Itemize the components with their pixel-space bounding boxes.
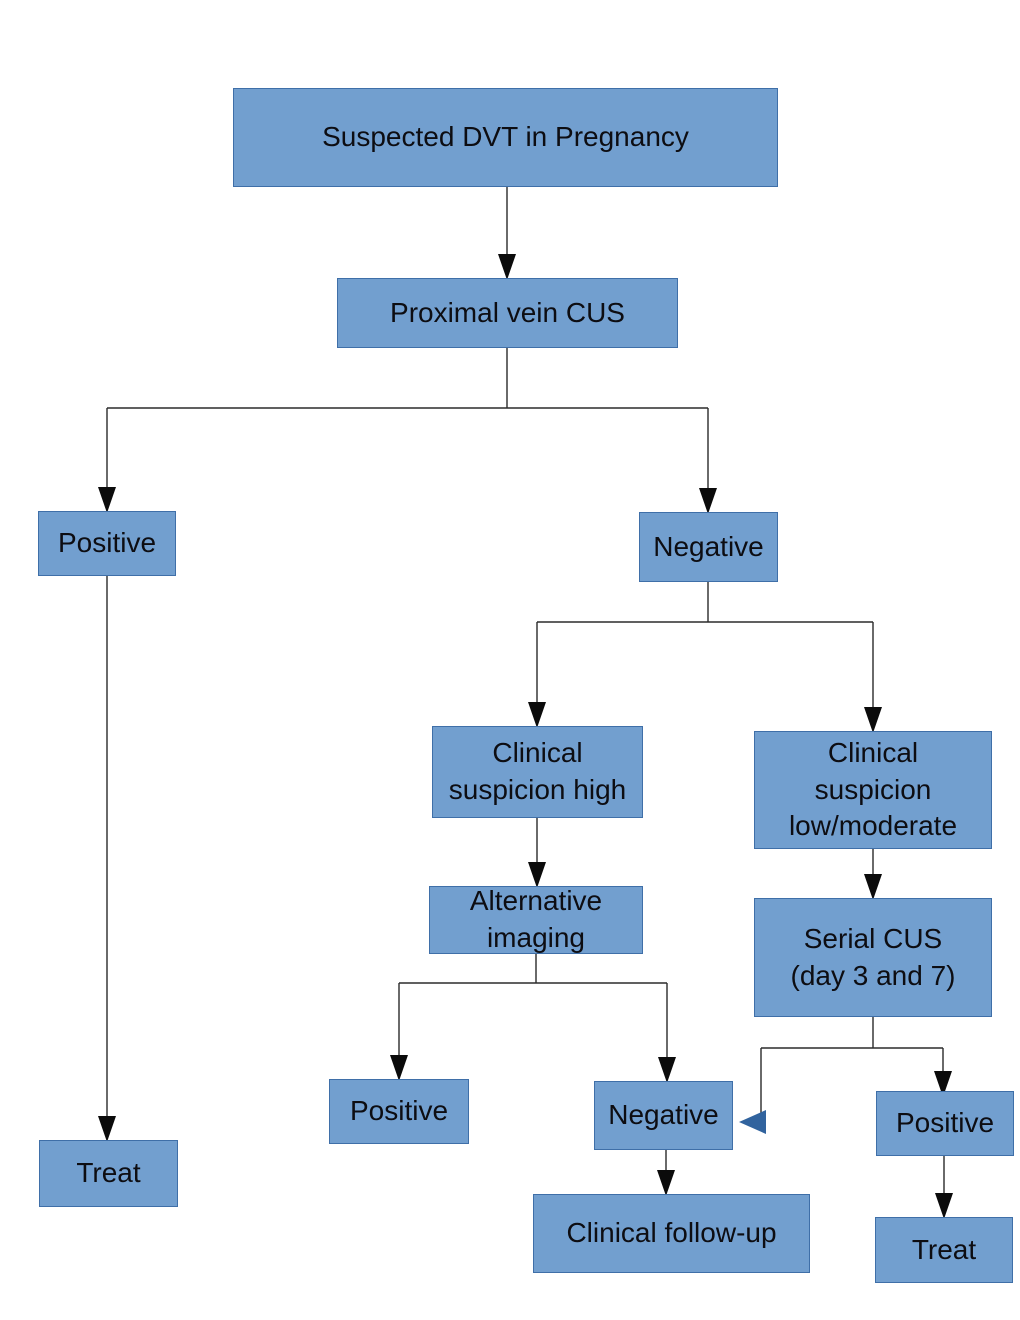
edge-high-to-alt-imaging (528, 818, 546, 888)
node-positive-serial: Positive (876, 1091, 1014, 1156)
node-positive-proximal: Positive (38, 511, 176, 576)
node-label: Proximal vein CUS (390, 296, 625, 328)
node-label: Clinical suspicion low/moderate (788, 736, 958, 842)
node-label: Positive (895, 1107, 995, 1139)
edge-alt-imaging-split (390, 954, 676, 1083)
node-label: Alternative imaging (469, 885, 603, 953)
loop-arrowhead-icon (739, 1110, 766, 1134)
node-clinical-suspicion-high: Clinical suspicion high (432, 726, 643, 818)
edge-positive-to-treat-right (935, 1156, 953, 1219)
node-label: Positive (57, 527, 157, 559)
node-label: Clinical suspicion high (448, 737, 627, 805)
node-label: Negative (608, 1099, 719, 1131)
node-proximal-vein-cus: Proximal vein CUS (337, 278, 678, 348)
node-label: Clinical follow-up (566, 1217, 777, 1249)
edge-proximal-split (98, 348, 717, 514)
node-alternative-imaging: Alternative imaging (429, 885, 643, 954)
node-label: Treat (76, 1157, 141, 1189)
arrowhead-icon (98, 1116, 116, 1142)
node-treat-left: Treat (39, 1140, 178, 1207)
node-positive-alt-imaging: Positive (329, 1079, 469, 1144)
arrowhead-icon (864, 874, 882, 900)
arrowhead-icon (498, 254, 516, 280)
node-label: Suspected DVT in Pregnancy (322, 121, 689, 153)
node-negative-alt-imaging: Negative (594, 1081, 733, 1150)
node-clinical-suspicion-low-moderate: Clinical suspicion low/moderate (754, 731, 992, 849)
arrowhead-icon (699, 488, 717, 514)
arrowhead-icon (528, 702, 546, 728)
arrowhead-icon (657, 1170, 675, 1196)
node-treat-right: Treat (875, 1217, 1013, 1283)
node-label: Positive (349, 1095, 449, 1127)
edge-positive-to-treat-left (98, 576, 116, 1142)
edge-suspected-to-proximal (498, 187, 516, 280)
node-suspected-dvt: Suspected DVT in Pregnancy (233, 88, 778, 187)
node-label: Negative (653, 530, 764, 562)
node-clinical-follow-up: Clinical follow-up (533, 1194, 810, 1273)
node-serial-cus: Serial CUS (day 3 and 7) (754, 898, 992, 1017)
node-label: Treat (911, 1233, 977, 1265)
arrowhead-icon (390, 1055, 408, 1081)
arrowhead-icon (658, 1057, 676, 1083)
arrowhead-icon (864, 707, 882, 733)
edge-serial-cus-split (739, 1017, 952, 1134)
edge-negative-to-followup (657, 1150, 675, 1196)
arrowhead-icon (98, 487, 116, 513)
node-label: Serial CUS (day 3 and 7) (790, 922, 956, 991)
arrowhead-icon (934, 1071, 952, 1097)
arrowhead-icon (935, 1193, 953, 1219)
arrowhead-icon (528, 862, 546, 888)
edge-low-to-serial-cus (864, 849, 882, 900)
edge-negative-split (528, 582, 882, 733)
node-negative-proximal: Negative (639, 512, 778, 582)
